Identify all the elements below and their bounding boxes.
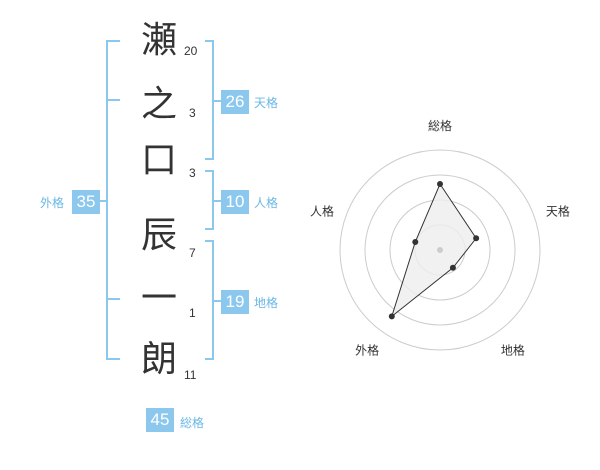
gaikaku-bracket-top xyxy=(106,40,120,42)
radar-axis-label-soukaku: 総格 xyxy=(428,118,452,133)
radar-axis-label-gaikaku: 外格 xyxy=(355,342,379,357)
gaikaku-bracket-bottom xyxy=(106,358,120,360)
soukaku-label: 総格 xyxy=(180,416,205,430)
chikaku-label: 地格 xyxy=(254,296,279,310)
tenkaku-label: 天格 xyxy=(254,96,279,110)
gaikaku-bracket-tick xyxy=(98,200,108,202)
radar-grid xyxy=(339,149,541,351)
gaikaku-bracket-mid-upper xyxy=(106,99,120,101)
gaikaku-label: 外格 xyxy=(40,196,65,210)
tenkaku-bracket-tick xyxy=(212,100,222,102)
stroke-count-1: 20 xyxy=(184,44,198,58)
radar-center-dot xyxy=(437,247,443,253)
jinkaku-bracket-top xyxy=(205,170,214,172)
radar-axis-label-jinkaku: 人格 xyxy=(310,204,334,219)
radar-axis-label-tenkaku: 天格 xyxy=(546,204,570,219)
jinkaku-value-badge: 10 xyxy=(221,190,249,214)
tenkaku-bracket-top xyxy=(205,40,214,42)
chikaku-bracket-top xyxy=(205,240,214,242)
jinkaku-bracket-bottom xyxy=(205,228,214,230)
name-char-2: 之 xyxy=(140,84,177,125)
chikaku-value-badge: 19 xyxy=(221,290,249,314)
gaikaku-value-badge: 35 xyxy=(72,190,100,214)
name-char-6: 朗 xyxy=(140,339,177,380)
name-char-4: 辰 xyxy=(140,215,177,256)
jinkaku-bracket-tick xyxy=(212,200,222,202)
name-char-1: 瀬 xyxy=(140,20,177,61)
radar-data-area xyxy=(390,182,477,318)
radar-grid-ring xyxy=(364,174,516,326)
radar-points xyxy=(388,181,480,320)
radar-point-1 xyxy=(473,235,480,242)
radar-point-3 xyxy=(388,313,395,320)
gaikaku-bracket-mid-lower xyxy=(106,298,120,300)
tenkaku-bracket-bottom xyxy=(205,158,214,160)
jinkaku-label: 人格 xyxy=(254,196,279,210)
stroke-count-6: 11 xyxy=(184,368,197,382)
chikaku-bracket-bottom xyxy=(205,358,214,360)
stroke-count-3: 3 xyxy=(189,166,196,180)
soukaku-value-badge: 45 xyxy=(146,408,174,432)
stroke-count-2: 3 xyxy=(189,106,196,120)
stroke-count-4: 7 xyxy=(189,246,196,260)
radar-point-2 xyxy=(449,264,456,271)
radar-point-0 xyxy=(437,181,443,187)
stroke-count-5: 1 xyxy=(189,306,196,320)
radar-point-4 xyxy=(412,238,419,245)
tenkaku-value-badge: 26 xyxy=(221,90,249,114)
name-char-5: 一 xyxy=(140,278,177,319)
chikaku-bracket-tick xyxy=(212,300,222,302)
radar-chart: 総格 天格 地格 外格 人格 xyxy=(310,118,570,357)
radar-axis-label-chikaku: 地格 xyxy=(501,342,525,357)
radar-grid-ring xyxy=(339,149,541,351)
name-char-3: 口 xyxy=(140,140,177,181)
